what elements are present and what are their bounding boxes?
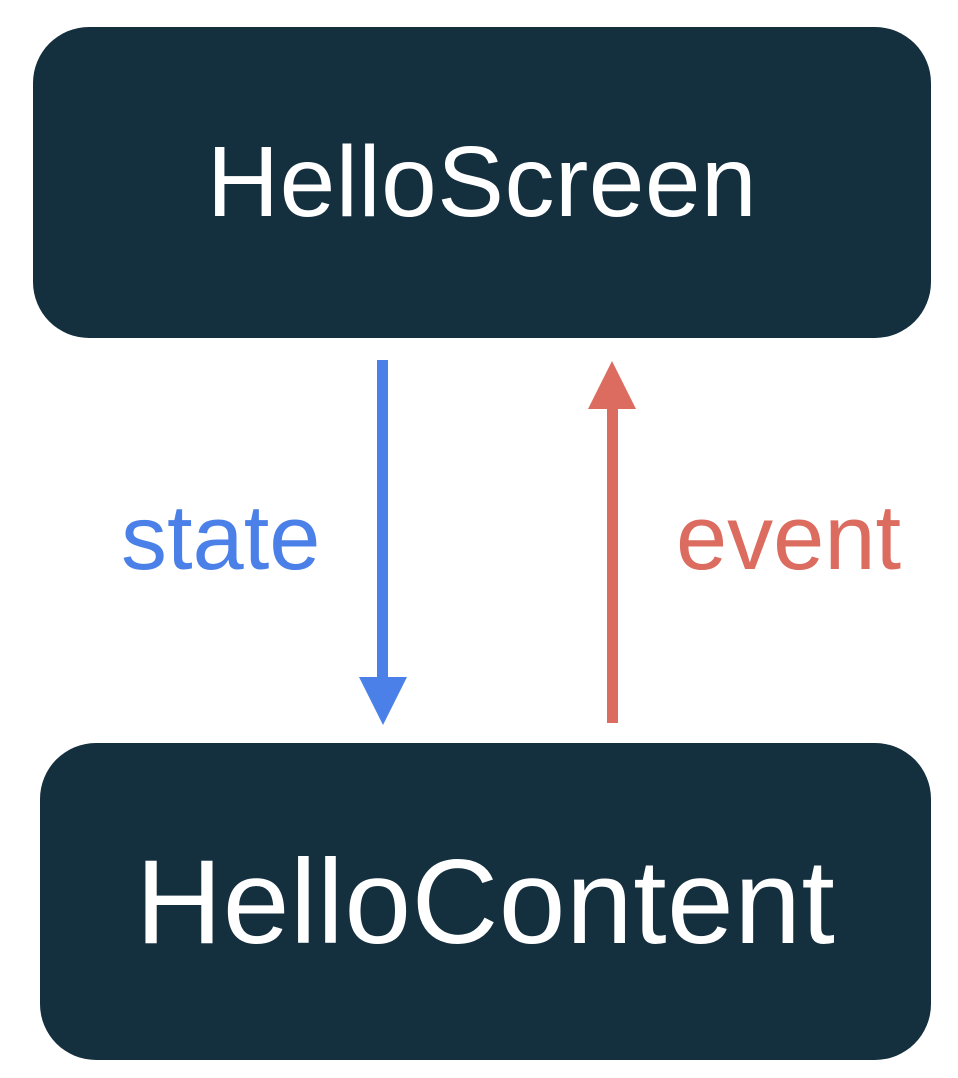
event-arrow-head — [588, 361, 636, 409]
state-arrow-head — [359, 677, 407, 725]
event-edge-label: event — [676, 487, 902, 589]
helloscreen-node-label: HelloScreen — [206, 126, 758, 238]
event-arrow-shaft — [607, 407, 618, 723]
state-edge-label: state — [121, 487, 321, 589]
helloscreen-node: HelloScreen — [33, 27, 931, 338]
state-arrow-shaft — [377, 360, 388, 680]
hellocontent-node-label: HelloContent — [135, 834, 836, 969]
hellocontent-node: HelloContent — [40, 743, 931, 1060]
